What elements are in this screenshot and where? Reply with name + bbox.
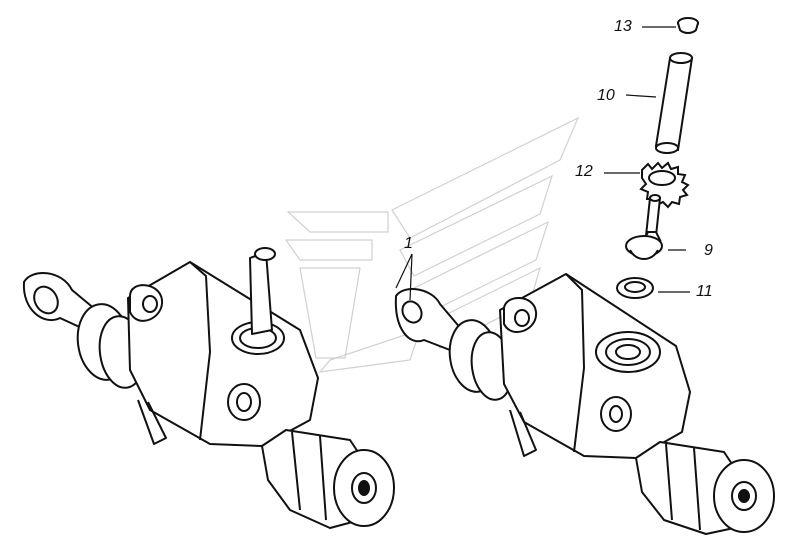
- part-12-lock-washer: [639, 161, 690, 209]
- callout-1: 1: [404, 235, 413, 252]
- leader-lines: [395, 26, 690, 301]
- part-13-cap: [677, 17, 699, 34]
- part-10-sleeve: [654, 52, 694, 154]
- part-9-nipple: [625, 194, 663, 260]
- master-cylinder-housing: [394, 273, 775, 535]
- callout-13: 13: [614, 18, 632, 35]
- callout-10: 10: [597, 87, 615, 104]
- part-11-seal-ring: [616, 277, 654, 299]
- leader-line-1a: [395, 253, 413, 289]
- callout-9: 9: [704, 242, 713, 259]
- callout-11: 11: [696, 283, 713, 300]
- callout-12: 12: [575, 163, 593, 180]
- leader-line-10: [625, 94, 657, 98]
- leader-line-1b: [409, 253, 413, 301]
- master-cylinder-assembled: [22, 247, 395, 529]
